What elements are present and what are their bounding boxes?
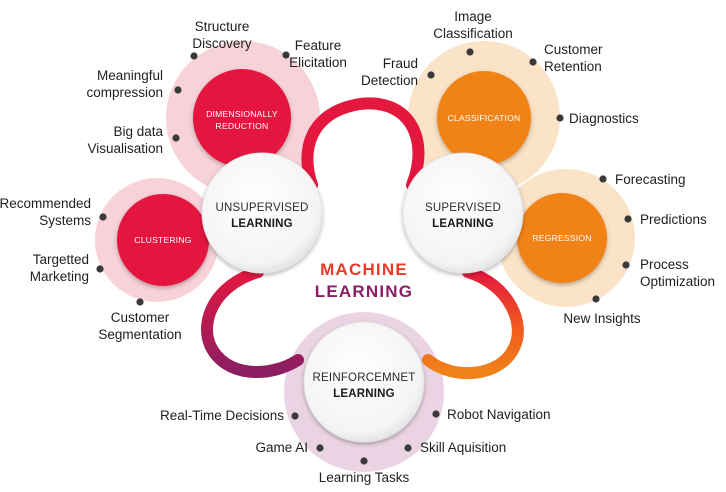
unsupervised-hub bbox=[201, 152, 323, 274]
dimensionality-reduction-circle bbox=[193, 69, 291, 167]
app-feature-elicitation-line2: Elicitation bbox=[289, 55, 347, 70]
ribbon bbox=[201, 97, 524, 380]
supervised-hub-line1: SUPERVISED bbox=[425, 202, 501, 214]
title-line1: MACHINE bbox=[320, 260, 408, 279]
app-feature-elicitation-line1: Feature bbox=[295, 38, 342, 53]
app-diagnostics: Diagnostics bbox=[569, 111, 639, 126]
classification-circle bbox=[437, 71, 531, 165]
dot-feature-elicitation bbox=[282, 51, 290, 59]
app-image-classification-line2: Classification bbox=[433, 26, 513, 41]
classification-label: CLASSIFICATION bbox=[448, 113, 521, 123]
dot-process-optimization bbox=[622, 261, 630, 269]
app-predictions: Predictions bbox=[640, 212, 707, 227]
ribbon-right-lobe bbox=[422, 266, 524, 380]
app-real-time-decisions: Real-Time Decisions bbox=[160, 408, 284, 423]
app-meaningful-compression-line1: Meaningful bbox=[97, 68, 163, 83]
dimensionality-reduction-line2: REDUCTION bbox=[216, 121, 269, 131]
dot-diagnostics bbox=[556, 114, 564, 122]
dot-new-insights bbox=[592, 295, 600, 303]
dot-skill-aquisition bbox=[404, 444, 412, 452]
dot-customer-segmentation bbox=[136, 298, 144, 306]
app-robot-navigation: Robot Navigation bbox=[447, 407, 551, 422]
app-skill-aquisition: Skill Aquisition bbox=[420, 440, 506, 455]
dot-predictions bbox=[624, 215, 632, 223]
dot-fraud-detection bbox=[427, 71, 435, 79]
app-forecasting: Forecasting bbox=[615, 172, 686, 187]
app-customer-retention-line2: Retention bbox=[544, 59, 602, 74]
supervised-hub bbox=[402, 152, 524, 274]
app-recommended-systems-line2: Systems bbox=[39, 213, 91, 228]
app-fraud-detection-line1: Fraud bbox=[383, 56, 418, 71]
app-process-optimization-line1: Process bbox=[640, 257, 689, 272]
ribbon-left-lobe bbox=[201, 266, 304, 378]
clustering-label: CLUSTERING bbox=[134, 235, 192, 245]
dot-recommended-systems bbox=[99, 213, 107, 221]
clustering-circle bbox=[117, 194, 209, 286]
reinforcement-hub-line2: LEARNING bbox=[333, 388, 395, 400]
app-process-optimization-line2: Optimization bbox=[640, 274, 715, 289]
dot-meaningful-compression bbox=[174, 86, 182, 94]
dot-structure-discovery bbox=[190, 52, 198, 60]
dot-robot-navigation bbox=[432, 410, 440, 418]
app-learning-tasks: Learning Tasks bbox=[319, 470, 410, 485]
dot-real-time-decisions bbox=[291, 412, 299, 420]
dot-image-classification bbox=[466, 48, 474, 56]
app-game-ai: Game AI bbox=[255, 440, 308, 455]
unsupervised-hub-line1: UNSUPERVISED bbox=[216, 202, 309, 214]
app-targetted-marketing-line2: Marketing bbox=[30, 269, 89, 284]
dot-targetted-marketing bbox=[96, 265, 104, 273]
dot-game-ai bbox=[316, 444, 324, 452]
reinforcement-hub bbox=[303, 321, 425, 443]
title-line2: LEARNING bbox=[315, 282, 413, 301]
dot-forecasting bbox=[599, 175, 607, 183]
app-structure-discovery-line2: Discovery bbox=[192, 36, 252, 51]
app-customer-segmentation-line1: Customer bbox=[111, 310, 170, 325]
app-new-insights: New Insights bbox=[563, 311, 641, 326]
reinforcement-hub-line1: REINFORCEMNET bbox=[313, 372, 416, 384]
regression-label: REGRESSION bbox=[532, 233, 591, 243]
dot-learning-tasks bbox=[360, 457, 368, 465]
app-customer-retention-line1: Customer bbox=[544, 42, 603, 57]
app-big-data-visualisation-line2: Visualisation bbox=[87, 141, 163, 156]
regression-circle bbox=[517, 193, 607, 283]
app-targetted-marketing-line1: Targetted bbox=[33, 252, 89, 267]
app-recommended-systems-line1: Recommended bbox=[0, 196, 91, 211]
unsupervised-hub-line2: LEARNING bbox=[231, 218, 293, 230]
supervised-hub-line2: LEARNING bbox=[432, 218, 494, 230]
app-structure-discovery-line1: Structure bbox=[195, 19, 250, 34]
application-dots bbox=[96, 48, 632, 465]
app-fraud-detection-line2: Detection bbox=[361, 73, 418, 88]
dot-big-data-visualisation bbox=[172, 134, 180, 142]
app-customer-segmentation-line2: Segmentation bbox=[98, 327, 181, 342]
dot-customer-retention bbox=[529, 58, 537, 66]
app-image-classification-line1: Image bbox=[454, 9, 492, 24]
dimensionality-reduction-line1: DIMENSIONALLY bbox=[206, 109, 278, 119]
ribbon-top-lobe bbox=[301, 97, 425, 191]
app-big-data-visualisation-line1: Big data bbox=[113, 124, 163, 139]
app-meaningful-compression-line2: compression bbox=[86, 85, 163, 100]
